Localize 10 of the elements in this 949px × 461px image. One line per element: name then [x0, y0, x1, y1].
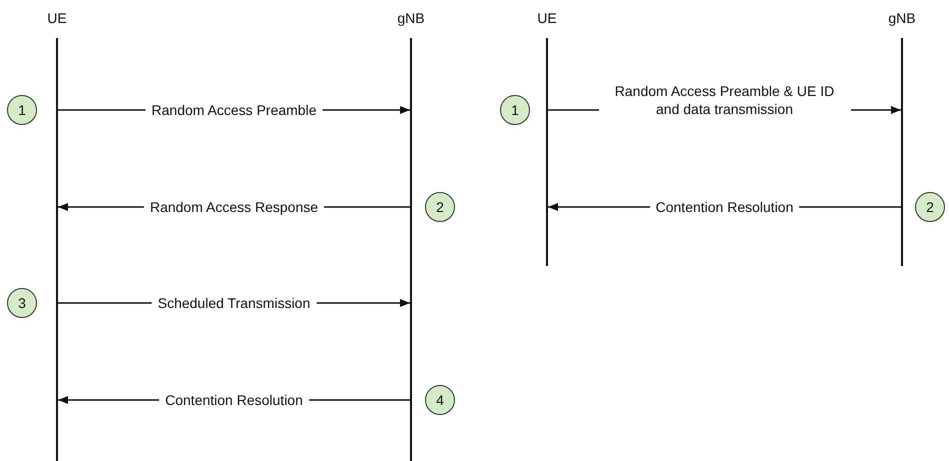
step-number: 2 [425, 192, 455, 222]
step-number: 2 [915, 192, 945, 222]
lifeline-heading: gNB [396, 10, 426, 26]
lifeline-heading: UE [46, 10, 68, 26]
step-number: 1 [7, 95, 37, 125]
step-number: 4 [425, 385, 455, 415]
step-number: 3 [7, 288, 37, 318]
lifeline-heading: gNB [887, 10, 917, 26]
lifeline-heading: UE [536, 10, 558, 26]
step-number: 1 [500, 95, 530, 125]
